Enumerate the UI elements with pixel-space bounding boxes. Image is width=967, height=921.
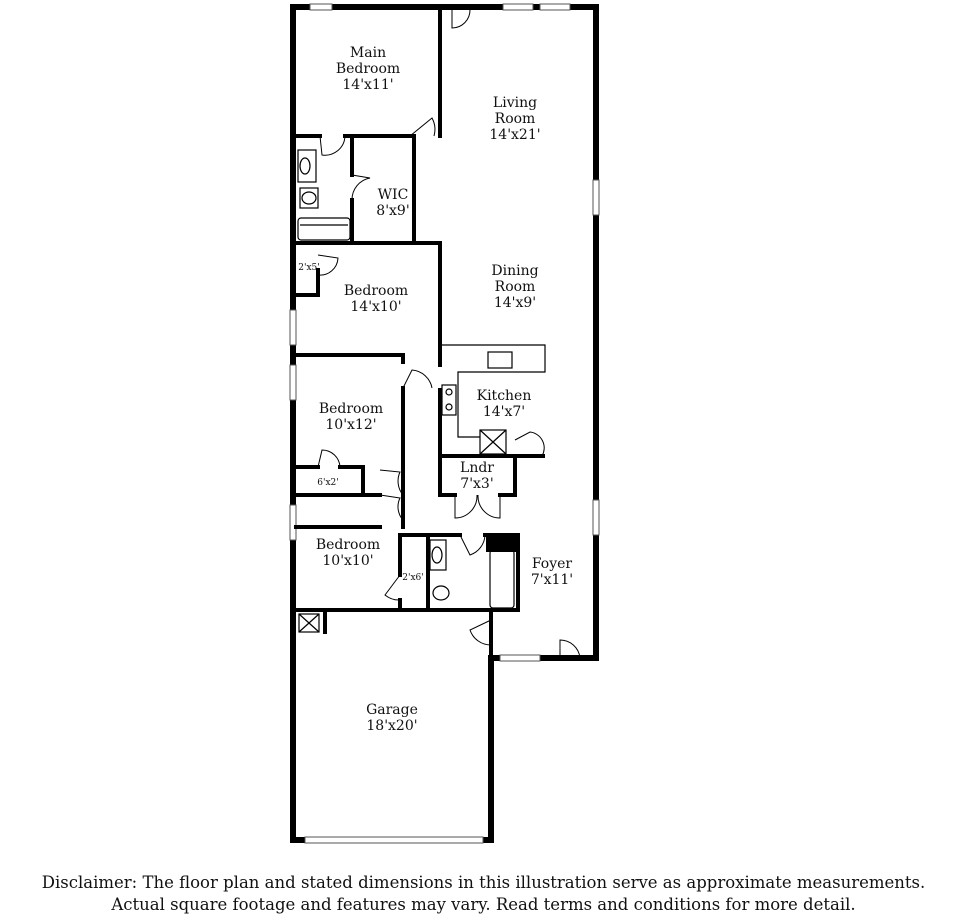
room-labels: Main Bedroom 14'x11' Living Room 14'x21'… bbox=[298, 45, 573, 734]
closet-2x5-dims: 2'x5' bbox=[298, 263, 319, 273]
bedroom-2-dims: 14'x10' bbox=[350, 299, 401, 315]
floor-plan: Main Bedroom 14'x11' Living Room 14'x21'… bbox=[289, 3, 600, 844]
fixtures bbox=[297, 149, 546, 634]
bedroom-4-dims: 10'x10' bbox=[322, 553, 373, 569]
main-bedroom-dims: 14'x11' bbox=[342, 77, 393, 93]
living-room-dims: 14'x21' bbox=[489, 127, 540, 143]
wic-dims: 8'x9' bbox=[376, 203, 409, 219]
foyer-label: Foyer bbox=[532, 556, 573, 572]
foyer-dims: 7'x11' bbox=[531, 572, 573, 588]
dining-room-label: Dining bbox=[491, 263, 538, 279]
windows bbox=[289, 3, 600, 844]
wic-label: WIC bbox=[378, 187, 409, 203]
dining-room-label-2: Room bbox=[495, 279, 536, 295]
dining-room-dims: 14'x9' bbox=[494, 295, 536, 311]
living-room-label: Living bbox=[493, 95, 537, 111]
disclaimer: Disclaimer: The floor plan and stated di… bbox=[0, 872, 967, 916]
kitchen-dims: 14'x7' bbox=[483, 404, 525, 420]
closet-2x6-dims: 2'x6' bbox=[402, 573, 423, 583]
bedroom-4-label: Bedroom bbox=[316, 537, 380, 553]
disclaimer-line-2: Actual square footage and features may v… bbox=[111, 895, 856, 914]
living-room-label-2: Room bbox=[495, 111, 536, 127]
bedroom-2-label: Bedroom bbox=[344, 283, 408, 299]
laundry-dims: 7'x3' bbox=[460, 476, 493, 492]
laundry-label: Lndr bbox=[460, 460, 494, 476]
bedroom-3-label: Bedroom bbox=[319, 401, 383, 417]
garage-dims: 18'x20' bbox=[366, 718, 417, 734]
bedroom-3-dims: 10'x12' bbox=[325, 417, 376, 433]
closet-6x2-dims: 6'x2' bbox=[317, 478, 338, 488]
garage-label: Garage bbox=[366, 702, 418, 718]
kitchen-label: Kitchen bbox=[477, 388, 532, 404]
main-bedroom-label: Main bbox=[350, 45, 386, 61]
interior-walls bbox=[294, 8, 545, 660]
doors bbox=[317, 9, 581, 659]
disclaimer-line-1: Disclaimer: The floor plan and stated di… bbox=[41, 873, 926, 892]
main-bedroom-label-2: Bedroom bbox=[336, 61, 400, 77]
